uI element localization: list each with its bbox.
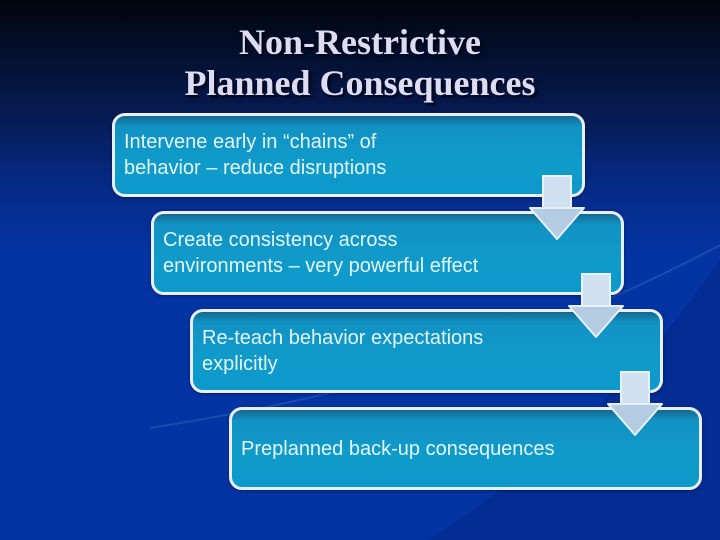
step-1-text-line-1: Intervene early in “chains” of xyxy=(124,131,377,153)
down-arrow-icon xyxy=(607,371,663,436)
step-2-text-line-1: Create consistency across xyxy=(163,229,398,251)
down-arrow-icon xyxy=(568,273,624,338)
slide-title: Non-Restrictive Planned Consequences xyxy=(0,22,720,104)
title-line-2: Planned Consequences xyxy=(184,63,536,103)
step-3-text-line-1: Re-teach behavior expectations xyxy=(202,327,484,349)
step-4-text-line-1: Preplanned back-up consequences xyxy=(241,437,555,460)
down-arrow-icon xyxy=(529,175,585,240)
step-box-2: Create consistency across environments –… xyxy=(151,211,624,295)
title-line-1: Non-Restrictive xyxy=(239,22,481,62)
step-2-text-line-2: environments – very powerful effect xyxy=(163,255,479,277)
step-box-1: Intervene early in “chains” of behavior … xyxy=(112,113,585,197)
step-3-text-line-2: explicitly xyxy=(202,353,278,375)
step-1-text-line-2: behavior – reduce disruptions xyxy=(124,157,387,179)
